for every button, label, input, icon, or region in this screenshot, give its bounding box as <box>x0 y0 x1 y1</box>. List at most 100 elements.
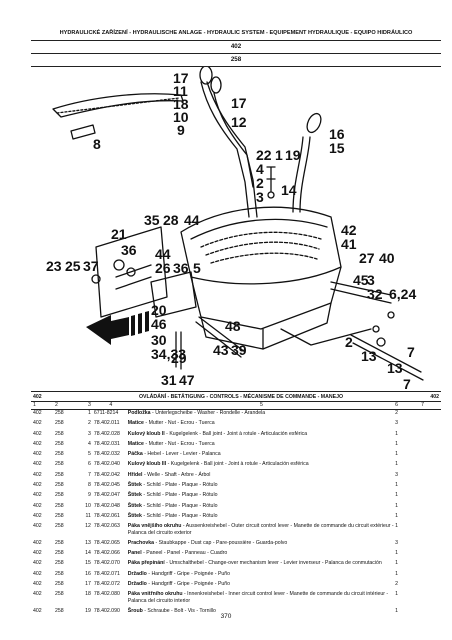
cell-part-number: 78.402.011 <box>93 420 120 427</box>
exploded-parts-diagram: 17 11 18 10 9 8 17 12 16 15 22 1 19 4 2 … <box>31 67 441 390</box>
callout-number: 6,24 <box>389 286 416 302</box>
cell-quantity: 1 <box>395 440 399 447</box>
cell-page: 258 <box>54 523 64 530</box>
part-translations: - Kugelgelenk - Ball joint - Joint à rot… <box>164 430 308 437</box>
part-translations: - Handgriff - Gripe - Poignée - Puño <box>146 581 231 588</box>
cell-position: 2 <box>87 420 91 427</box>
cell-description: Podložka - Unterlegscheibe - Washer - Ro… <box>128 410 395 416</box>
cell-position: 5 <box>87 451 91 458</box>
cell-quantity: 1 <box>395 570 399 577</box>
cell-quantity: 1 <box>395 492 399 499</box>
part-name: Štítek <box>127 492 142 499</box>
cell-quantity: 3 <box>395 471 399 478</box>
callout-number: 23 <box>46 258 62 274</box>
cell-quantity: 2 <box>395 410 399 416</box>
cell-quantity: 1 <box>395 523 399 530</box>
cell-part-number: 78.402.048 <box>93 502 120 509</box>
part-translations: - Staubkappe - Dust cap - Pare-poussière… <box>154 539 288 546</box>
cell-page: 258 <box>54 410 64 416</box>
callout-number: 37 <box>83 258 99 274</box>
part-translations: - Schild - Plate - Plaque - Rótulo <box>141 482 218 489</box>
part-translations: - Handgriff - Gripe - Poignée - Puño <box>146 570 231 577</box>
callout-number: 47 <box>179 372 195 388</box>
callout-number: 41 <box>341 236 357 252</box>
callout-number: 45 <box>353 272 369 288</box>
callout-number: 31 <box>161 372 177 388</box>
cell-quantity: 1 <box>395 591 399 598</box>
cell-group: 402 <box>33 523 42 530</box>
callout-number: 19 <box>285 147 301 163</box>
cell-part-number: 78.402.042 <box>93 471 120 478</box>
cell-description: Páka vnějšího okruhu - Aussenkreishebel … <box>128 523 395 536</box>
cell-part-number: 78.402.072 <box>93 581 120 588</box>
diagram-linework <box>52 67 424 381</box>
callout-number: 35 <box>144 212 160 228</box>
divider <box>31 66 441 67</box>
section-group-left: 402 <box>33 393 42 400</box>
callout-number: 7 <box>407 344 415 360</box>
page-number: 370 <box>220 613 232 620</box>
cell-part-number: 78.402.065 <box>93 539 120 546</box>
cell-part-number: 78.402.047 <box>93 492 120 499</box>
section-title: OVLÁDÁNÍ - BETÄTIGUNG - CONTROLS - MÉCAN… <box>138 393 344 400</box>
cell-quantity: 1 <box>395 607 399 614</box>
cell-quantity: 1 <box>395 482 399 489</box>
column-header-row: 1 2 3 4 5 6 7 <box>31 401 441 410</box>
part-name: Štítek <box>127 482 142 489</box>
cell-quantity: 1 <box>395 550 399 557</box>
cell-page: 258 <box>54 539 64 546</box>
cell-quantity: 3 <box>395 420 399 427</box>
part-translations: - Mutter - Nut - Ecrou - Tuerca <box>143 420 215 427</box>
callout-number: 17 <box>231 95 247 111</box>
callout-number: 40 <box>379 250 395 266</box>
cell-description: Hřídel - Welle - Shaft - Arbre - Árbol <box>128 472 395 478</box>
cell-description: Páčka - Hebel - Lever - Levier - Palanca <box>128 451 395 457</box>
callout-number: 13 <box>361 348 377 364</box>
diagram-svg: 17 11 18 10 9 8 17 12 16 15 22 1 19 4 2 … <box>46 67 424 390</box>
cell-description: Prachovka - Staubkappe - Dust cap - Pare… <box>128 540 395 546</box>
callout-number: 2 <box>256 175 264 191</box>
page-group-number: 258 <box>230 56 242 63</box>
part-name: Kulový kloub II <box>127 430 165 437</box>
part-translations: - Kugelgelenk - Ball joint - Joint à rot… <box>166 461 309 468</box>
cell-part-number: 78.402.090 <box>93 607 120 614</box>
part-translations: - Schraube - Bolt - Vis - Tornillo <box>142 607 216 614</box>
cell-page: 258 <box>54 502 64 509</box>
part-name: Kulový kloub III <box>127 461 167 468</box>
cell-group: 402 <box>33 410 42 416</box>
cell-part-number: 78.402.032 <box>93 451 120 458</box>
cell-description: Držadlo - Handgriff - Gripe - Poignée - … <box>128 571 395 577</box>
section-group-right: 402 <box>430 393 439 400</box>
cell-group: 402 <box>33 482 42 489</box>
cell-part-number: 78.402.063 <box>93 523 120 530</box>
part-name: Páka přepínání <box>127 560 165 567</box>
cell-page: 258 <box>54 420 64 427</box>
cell-quantity: 1 <box>395 512 399 519</box>
cell-part-number: 78.402.071 <box>93 570 120 577</box>
part-translations: - Unterlegscheibe - Washer - Rondelle - … <box>150 410 266 416</box>
cell-group: 402 <box>33 461 42 468</box>
cell-group: 402 <box>33 607 42 614</box>
callout-number: 42 <box>341 222 357 238</box>
cell-group: 402 <box>33 451 42 458</box>
cell-position: 15 <box>85 560 91 567</box>
divider <box>31 40 441 41</box>
part-translations: - Umschalthebel - Change-over mechanism … <box>164 560 382 567</box>
callout-number: 18 <box>173 96 189 112</box>
cell-quantity: 1 <box>395 451 399 458</box>
cell-description: Matice - Mutter - Nut - Ecrou - Tuerca <box>128 441 395 447</box>
column-header: 5 <box>260 402 263 408</box>
column-header: 2 <box>54 402 58 408</box>
callout-number: 15 <box>329 140 345 156</box>
callout-number: 13 <box>387 360 403 376</box>
